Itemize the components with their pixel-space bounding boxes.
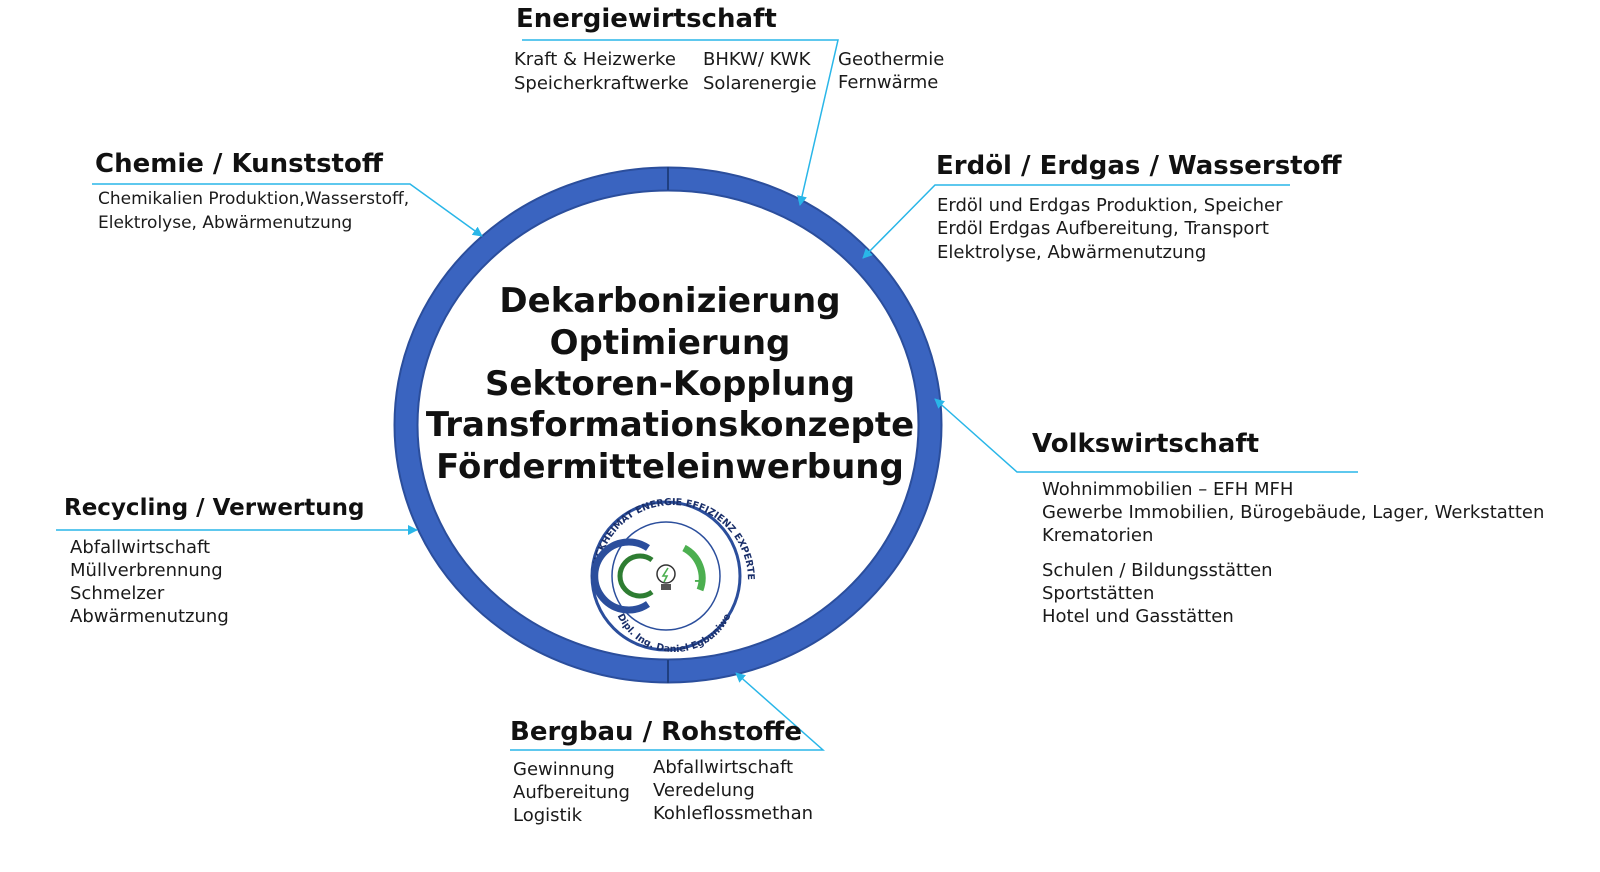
center-line-dekarbonizierung: Dekarbonizierung (499, 281, 841, 321)
center-line-sektoren-kopplung: Sektoren-Kopplung (484, 364, 856, 404)
connector-erdoel (862, 184, 1290, 259)
sector-item: Hotel und Gasstätten (1042, 606, 1234, 627)
lightbulb-icon (656, 564, 676, 590)
sector-item: Geothermie (838, 49, 945, 70)
sector-item: Elektrolyse, Abwärmenutzung (98, 213, 353, 233)
sector-title-chemie: Chemie / Kunststoff (95, 149, 383, 179)
sector-item: Kohleflossmethan (653, 803, 814, 824)
sector-item: Aufbereitung (513, 782, 630, 803)
sector-item: Erdöl Erdgas Aufbereitung, Transport (937, 218, 1269, 239)
connector-chemie (92, 183, 483, 237)
sector-item: Krematorien (1042, 525, 1154, 546)
connectors (56, 39, 1358, 751)
center-line-transformationskonzepte: Transformationskonzepte (425, 405, 915, 445)
sector-item: BHKW/ KWK (703, 49, 811, 70)
sector-item: Solarenergie (703, 73, 817, 94)
sector-item: Logistik (513, 805, 583, 826)
sector-item: Abwärmenutzung (70, 606, 229, 627)
sector-item: Abfallwirtschaft (653, 757, 794, 778)
sector-item: Wohnimmobilien – EFH MFH (1042, 479, 1294, 500)
logo-seal: BRUCKHEIMAT ENERGIE EFFIZIENZ EXPERTE Di… (590, 497, 756, 655)
sector-title-volkswirtschaft: Volkswirtschaft (1032, 429, 1260, 459)
sector-item: Speicherkraftwerke (514, 73, 689, 94)
connector-volkswirtschaft (934, 398, 1358, 473)
sector-item: Gewinnung (513, 759, 615, 780)
sector-title-bergbau: Bergbau / Rohstoffe (510, 717, 803, 747)
center-line-optimierung: Optimierung (549, 323, 791, 363)
sector-item: Sportstätten (1042, 583, 1155, 604)
sector-item: Chemikalien Produktion,Wasserstoff, (98, 189, 410, 209)
sector-item: Müllverbrennung (70, 560, 223, 581)
sector-item: Erdöl und Erdgas Produktion, Speicher (937, 195, 1283, 216)
plus-symbol: + (693, 571, 706, 590)
connector-energiewirtschaft (522, 39, 839, 206)
sector-item: Gewerbe Immobilien, Bürogebäude, Lager, … (1042, 502, 1545, 523)
sector-title-erdoel: Erdöl / Erdgas / Wasserstoff (936, 151, 1342, 181)
sector-item: Elektrolyse, Abwärmenutzung (937, 242, 1207, 263)
sector-item: Veredelung (653, 780, 755, 801)
sector-title-energiewirtschaft: Energiewirtschaft (516, 4, 777, 34)
sector-item: Schmelzer (70, 583, 165, 604)
sector-item: Kraft & Heizwerke (514, 49, 676, 70)
sector-item: Abfallwirtschaft (70, 537, 211, 558)
sector-item: Schulen / Bildungsstätten (1042, 560, 1273, 581)
sector-title-recycling: Recycling / Verwertung (64, 495, 365, 521)
center-line-foerdermitteleinwerbung: Fördermitteleinwerbung (436, 447, 904, 487)
connector-bergbau (510, 672, 825, 751)
sector-item: Fernwärme (838, 72, 939, 93)
